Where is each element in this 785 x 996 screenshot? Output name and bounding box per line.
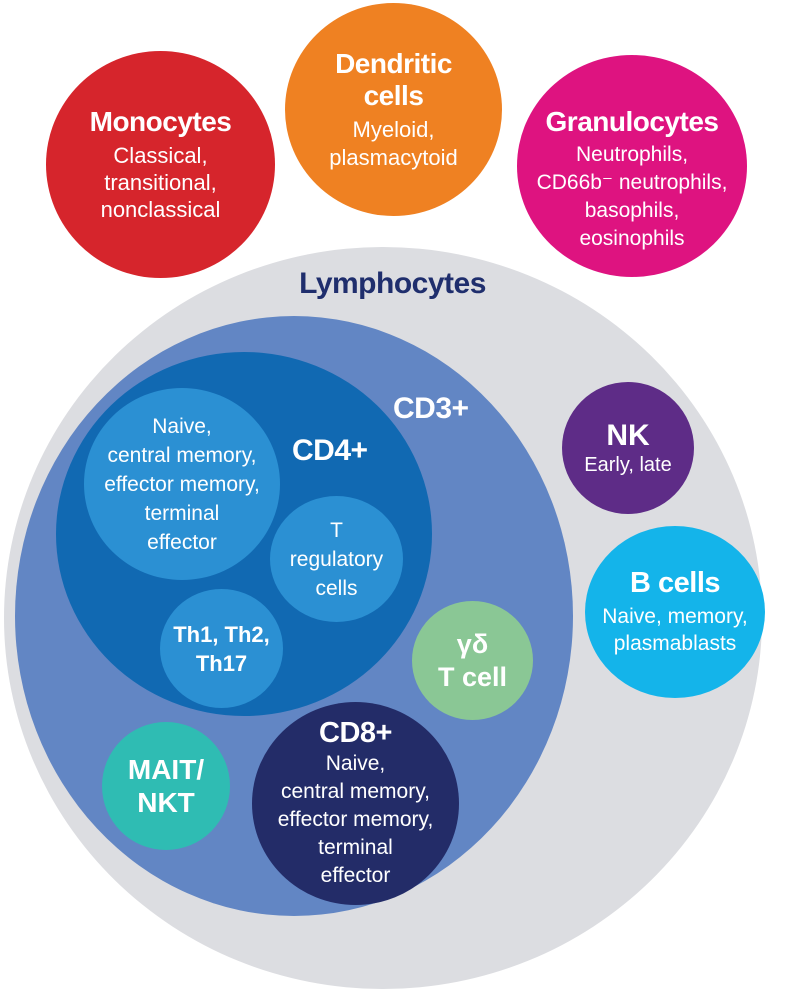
b-cells-title: B cells bbox=[630, 567, 721, 599]
cd8-title: CD8+ bbox=[319, 717, 392, 749]
cd4-label: CD4+ bbox=[292, 434, 368, 467]
b-cells-circle: B cells Naive, memory, plasmablasts bbox=[585, 526, 765, 698]
t-regulatory-cells-circle: T regulatory cells bbox=[270, 496, 403, 622]
mait-nkt-line: MAIT/ bbox=[127, 754, 205, 785]
b-cells-subtitle-line: Naive, memory, bbox=[602, 605, 748, 628]
cd4-memory-subsets-line: Naive, bbox=[152, 414, 212, 438]
mait-nkt-line: NKT bbox=[137, 787, 195, 818]
granulocytes-subtitle-line: Neutrophils, bbox=[575, 142, 689, 166]
granulocytes-subtitle-line: eosinophils bbox=[579, 226, 685, 250]
th-subsets-line: Th1, Th2, bbox=[173, 621, 270, 647]
monocytes-subtitle-line: Classical, bbox=[113, 143, 208, 168]
granulocytes-title: Granulocytes bbox=[545, 105, 719, 137]
b-cells-subtitle-line: plasmablasts bbox=[613, 632, 737, 655]
nk-circle: NK Early, late bbox=[562, 382, 694, 514]
dendritic-cells-title-line: Dendritic bbox=[335, 47, 452, 79]
monocytes-title: Monocytes bbox=[89, 106, 232, 137]
cd4-memory-subsets-line: central memory, bbox=[107, 443, 257, 467]
granulocytes-subtitle-line: basophils, bbox=[584, 198, 680, 222]
th-subsets-line: Th17 bbox=[195, 650, 248, 676]
cd8-subtitle-line: effector memory, bbox=[277, 808, 434, 831]
t-regulatory-cells-line: regulatory bbox=[289, 547, 384, 571]
cd3-label: CD3+ bbox=[393, 392, 469, 425]
granulocytes-subtitle-line: CD66b⁻ neutrophils, bbox=[536, 170, 728, 194]
cd4-memory-subsets-circle: Naive, central memory, effector memory, … bbox=[84, 388, 280, 580]
cd8-subtitle-line: terminal bbox=[318, 836, 393, 859]
monocytes-circle: Monocytes Classical, transitional, noncl… bbox=[46, 51, 275, 278]
cd8-subtitle-line: effector bbox=[320, 864, 391, 887]
cd8-subtitle-line: Naive, bbox=[325, 752, 386, 775]
cd8-subtitle-line: central memory, bbox=[281, 780, 430, 803]
gamma-delta-t-cell-line: T cell bbox=[437, 661, 508, 692]
dendritic-cells-subtitle-line: plasmacytoid bbox=[329, 144, 458, 170]
monocytes-subtitle-line: nonclassical bbox=[100, 197, 221, 222]
dendritic-cells-title-line: cells bbox=[363, 79, 424, 111]
dendritic-cells-subtitle-line: Myeloid, bbox=[352, 116, 435, 142]
monocytes-subtitle-line: transitional, bbox=[104, 170, 217, 195]
dendritic-cells-circle: Dendritic cells Myeloid, plasmacytoid bbox=[285, 3, 502, 216]
cd4-memory-subsets-line: effector bbox=[147, 530, 217, 554]
cd8-circle: CD8+ Naive, central memory, effector mem… bbox=[252, 702, 459, 905]
gamma-delta-t-cell-circle: γδ T cell bbox=[412, 601, 533, 720]
nk-title: NK bbox=[606, 418, 650, 452]
cd4-memory-subsets-line: terminal bbox=[144, 501, 220, 525]
gamma-delta-t-cell-line: γδ bbox=[456, 628, 489, 659]
granulocytes-circle: Granulocytes Neutrophils, CD66b⁻ neutrop… bbox=[517, 55, 747, 277]
cd4-memory-subsets-line: effector memory, bbox=[104, 472, 260, 496]
t-regulatory-cells-line: T bbox=[330, 518, 343, 542]
t-regulatory-cells-line: cells bbox=[315, 576, 358, 600]
th-subsets-circle: Th1, Th2, Th17 bbox=[160, 589, 283, 708]
mait-nkt-circle: MAIT/ NKT bbox=[102, 722, 230, 850]
lymphocytes-title: Lymphocytes bbox=[299, 267, 486, 300]
nk-subtitle: Early, late bbox=[584, 453, 672, 476]
